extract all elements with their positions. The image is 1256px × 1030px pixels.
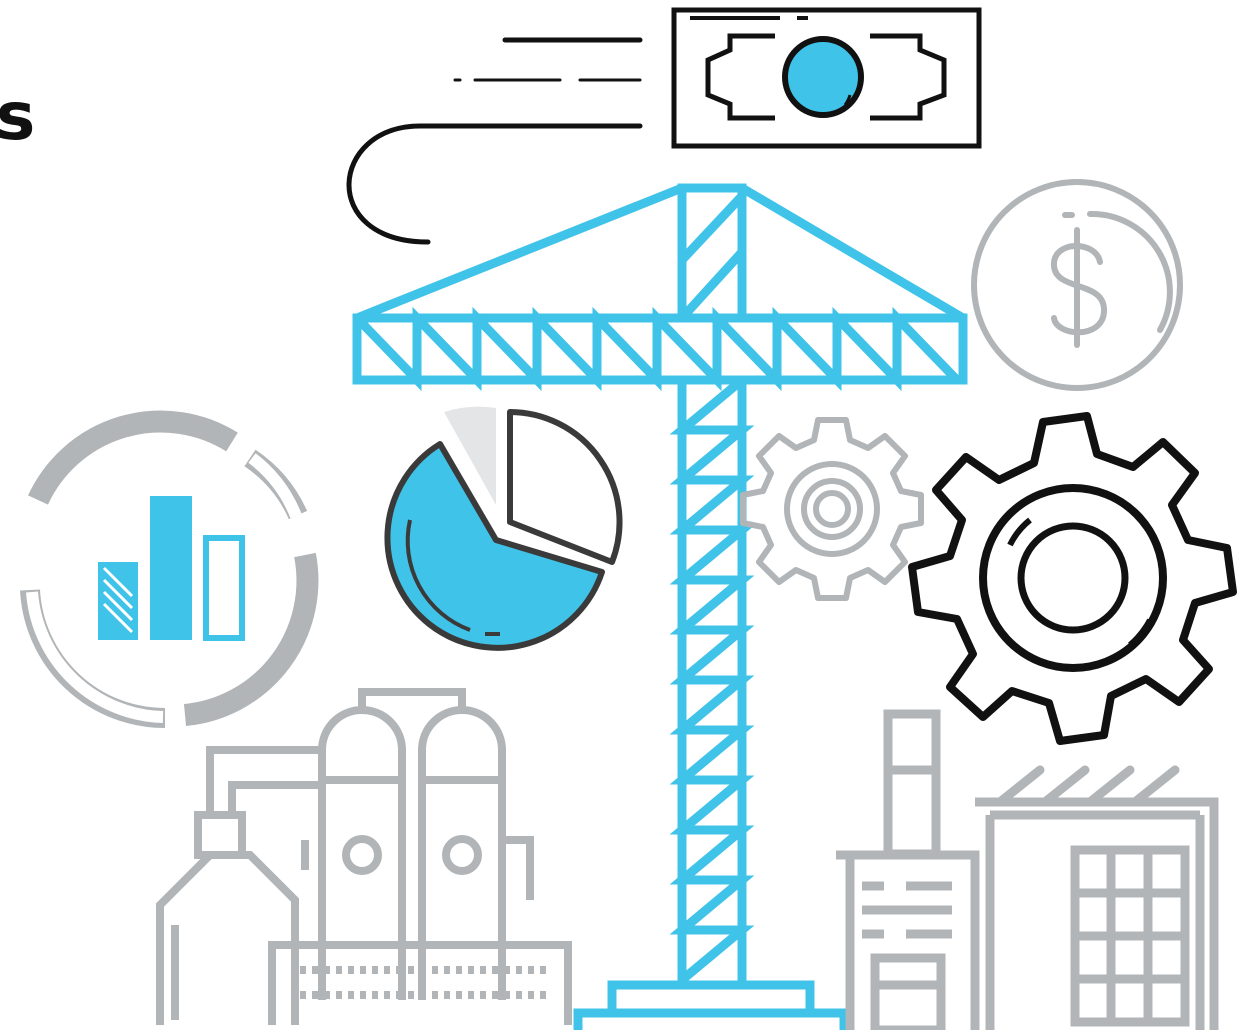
refinery-icon [156,688,572,1025]
speed-lines-icon [346,37,643,245]
factory-icon [836,709,1219,1030]
page-heading-fragment: s [0,78,36,155]
tower-crane-icon [352,183,968,1030]
pie-chart-icon [384,406,623,651]
money-bill-icon [671,7,982,149]
donut-bar-chart-icon [20,410,319,729]
large-gear-icon [908,412,1237,745]
small-gear-icon [740,417,924,601]
dollar-coin-icon [971,179,1183,391]
